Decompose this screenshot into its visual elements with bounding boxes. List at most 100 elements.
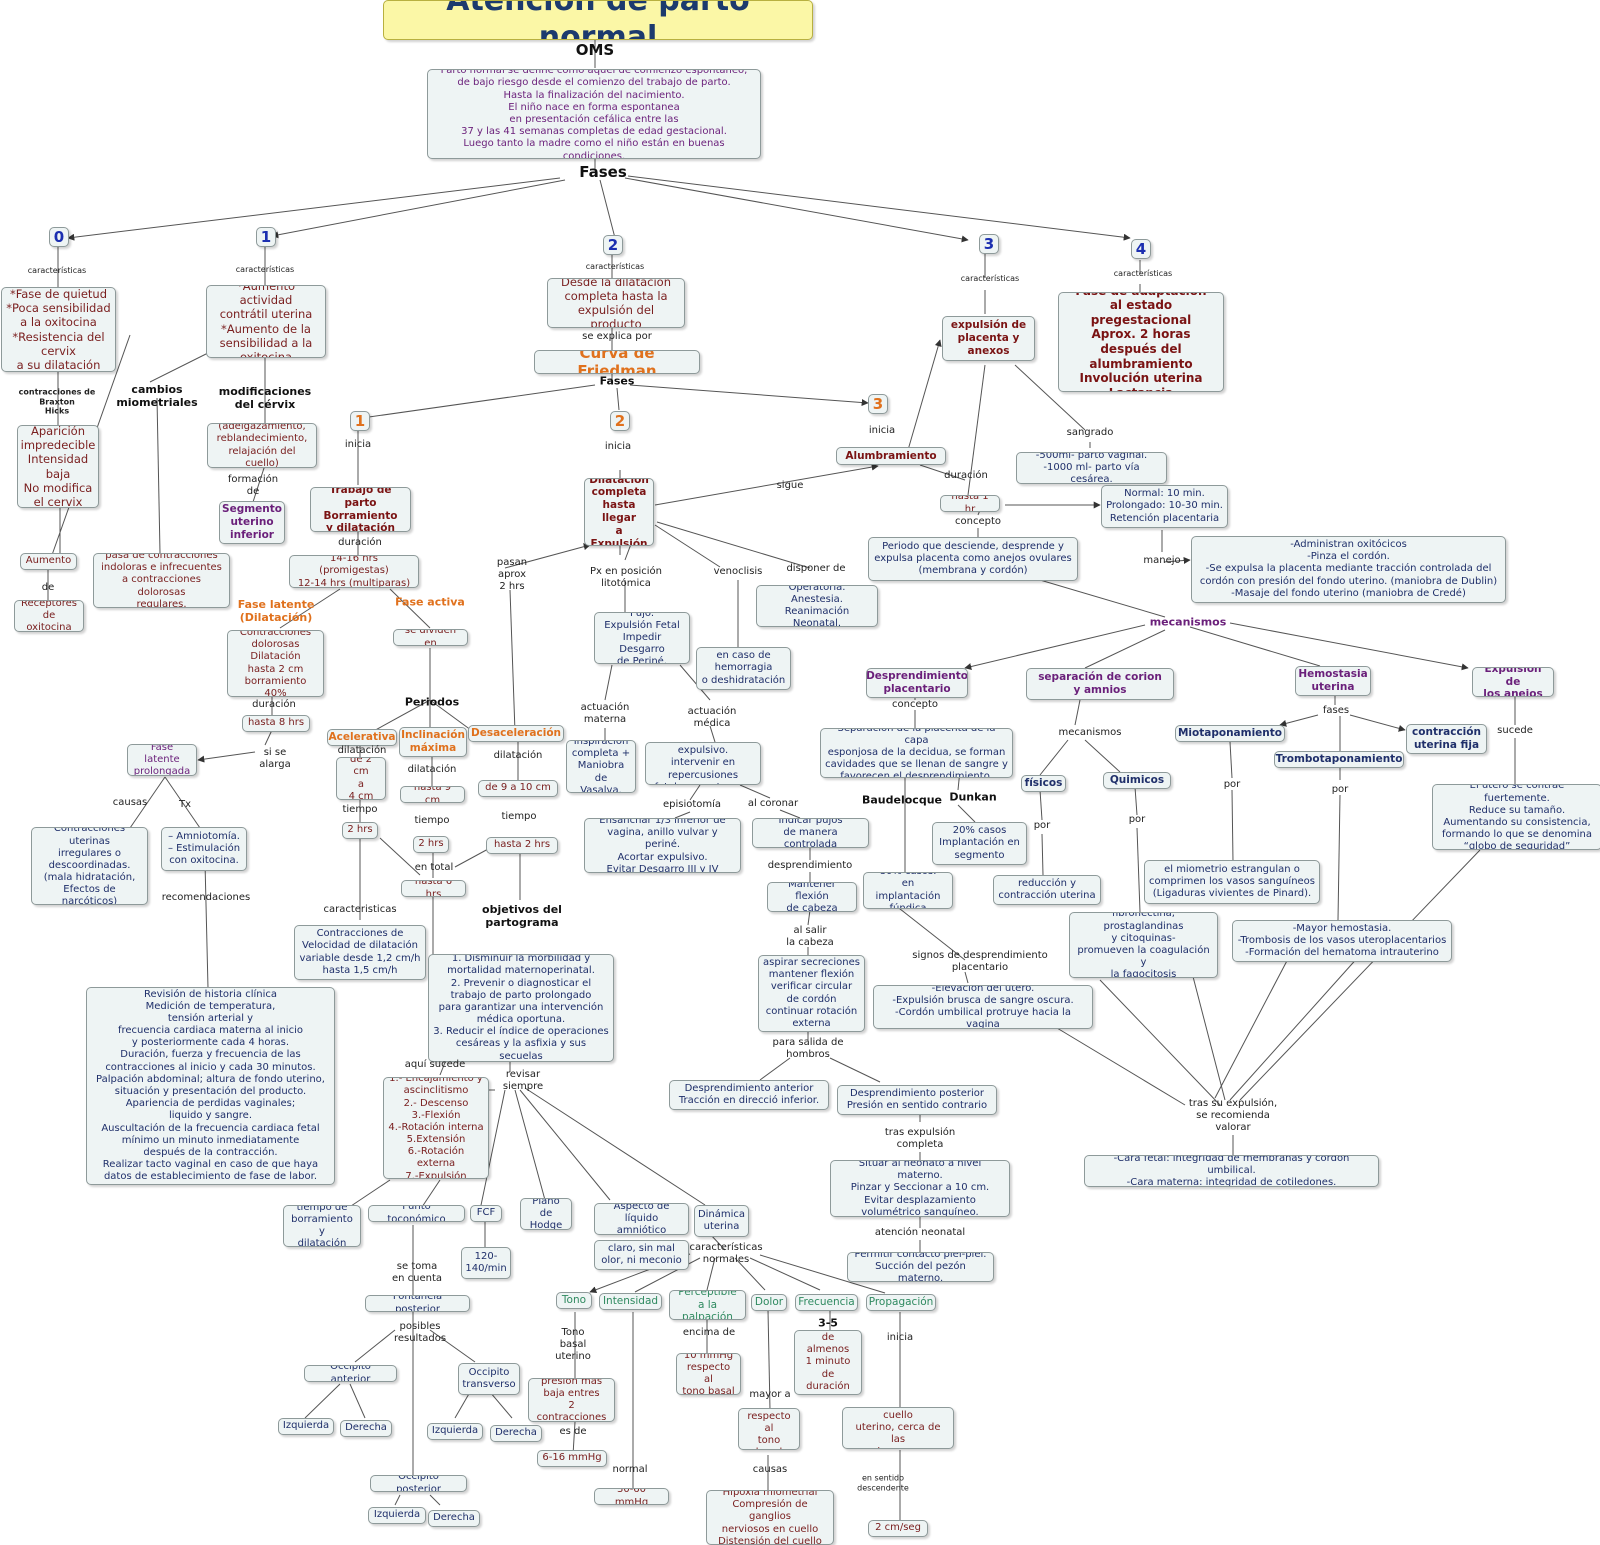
link-label-revisar: revisar siempre — [502, 1069, 544, 1092]
link-label-inicia4: inicia — [886, 1332, 914, 1343]
node-c2: 2 — [610, 411, 630, 431]
link-label-mayora: mayor a — [749, 1389, 791, 1400]
node-pasa: pasa de contracciones indoloras e infrec… — [93, 553, 230, 608]
link-label-factiva: Fase activa — [395, 595, 465, 609]
node-dos-b: 2 hrs — [413, 836, 449, 853]
link-label-car2: características — [585, 262, 645, 272]
node-hasta9: hasta 9 cm — [400, 786, 465, 803]
link-label-seexplica: se explica por — [582, 331, 652, 342]
node-sangrado: -500ml- parto vaginal. -1000 ml- parto v… — [1016, 452, 1167, 484]
link-label-episio: episiotomía — [662, 799, 722, 810]
node-dos-a: 2 hrs — [342, 822, 378, 839]
node-fcfv: 120- 140/min — [461, 1247, 511, 1279]
node-hemorragia: en caso de hemorragia o deshidratación — [696, 647, 791, 690]
node-occ-tra: Occipito transverso — [458, 1363, 520, 1395]
node-expulsion-an: Expulsión de los anejos — [1472, 667, 1554, 697]
link-label-duracion2: duración — [252, 699, 296, 710]
link-label-tonobasal: Tono basal uterino — [555, 1327, 591, 1362]
node-separacion: separación de corion y amnios — [1026, 668, 1174, 700]
node-c1: 1 — [350, 411, 370, 431]
link-label-dil3: dilatación — [493, 750, 543, 761]
node-miota: Miotaponamiento — [1175, 725, 1285, 742]
link-label-dunkan: Dunkan — [949, 790, 997, 804]
node-hemostasia: Hemostasia uterina — [1295, 666, 1371, 696]
node-de9a10: de 9 a 10 cm — [478, 780, 558, 797]
node-cm2: 2 cm/seg — [868, 1520, 928, 1537]
node-normal10: Normal: 10 min. Prolongado: 10-30 min. R… — [1101, 485, 1228, 528]
node-fisicos: físicos — [1021, 775, 1066, 792]
node-adelga: (adelgazamiento, reblandecimiento, relaj… — [207, 423, 317, 468]
link-label-fases: Fases — [579, 163, 627, 181]
link-label-encima: encima de — [682, 1327, 736, 1338]
node-percep: Perceptible a la palpación — [669, 1290, 746, 1320]
node-f2: Desde la dilatación completa hasta la ex… — [547, 278, 685, 328]
node-propag: Propagación — [866, 1294, 936, 1311]
node-reduccion: reducción y contracción uterina — [993, 875, 1101, 905]
node-inspira: Inspiración completa + Maniobra de Vasal… — [566, 740, 636, 793]
node-dinamica: Dinámica uterina — [694, 1205, 749, 1237]
node-friedman: Curva de Friedman — [534, 350, 700, 374]
node-aspirar: aspirar secreciones mantener flexión ver… — [758, 955, 865, 1032]
link-label-mecanismos2: mecanismos — [1058, 727, 1122, 738]
node-punto: Punto toconómico — [368, 1205, 465, 1222]
link-label-objpart: objetivos del partograma — [482, 902, 562, 929]
node-favorecer: Favorecer el expulsivo. intervenir en re… — [645, 742, 761, 785]
link-label-de-rec: de — [41, 582, 55, 593]
link-label-manejo: manejo — [1143, 555, 1181, 566]
link-label-parasal: para salida de hombros — [772, 1037, 844, 1060]
link-label-signos: signos de desprendimiento placentario — [912, 950, 1048, 973]
node-plano: Plano de Hodge — [520, 1198, 572, 1230]
node-desprend: Desprendimiento placentario — [866, 668, 968, 698]
node-hasta6h: hasta 6 hrs — [401, 880, 466, 897]
node-tiempo-bor: tiempo de borramiento y dilatación — [283, 1205, 361, 1247]
node-amnio: – Amniotomía. – Estimulación con oxitoci… — [161, 827, 247, 871]
link-label-carnorm: características normales — [689, 1242, 763, 1265]
link-label-esde: es de — [559, 1426, 587, 1437]
link-label-car1: características — [235, 265, 295, 275]
link-label-entotal: en total — [414, 862, 454, 873]
node-n4: 4 — [1131, 239, 1151, 259]
link-label-alcor: al coronar — [747, 798, 799, 809]
node-contr-vel: Contracciones de Velocidad de dilatación… — [294, 925, 426, 980]
node-dilat-comp: Dilatación completa hasta llegar a Expul… — [584, 478, 654, 546]
link-label-setoma: se toma en cuenta — [391, 1261, 443, 1284]
link-label-atencion: atención neonatal — [874, 1227, 966, 1238]
link-label-sangradol: sangrado — [1066, 427, 1114, 438]
link-label-trasexp: tras expulsión completa — [884, 1127, 956, 1150]
node-elevacion: -Elevación del útero. -Expulsión brusca … — [873, 985, 1093, 1029]
node-operatoria: Operatoria. Anestesia. Reanimación Neona… — [756, 585, 878, 627]
node-contr-fija: contracción uterina fija — [1406, 724, 1487, 754]
node-izq2: Izquierda — [427, 1423, 483, 1440]
node-cara: -Cara fetal: integridad de membranas y c… — [1084, 1155, 1379, 1187]
node-f0: *Fase de quietud *Poca sensibilidad a la… — [1, 287, 116, 372]
link-label-concepto1: concepto — [955, 516, 1001, 527]
node-fcf: FCF — [470, 1205, 502, 1222]
node-en10: en 10 min de almenos 1 minuto de duració… — [794, 1330, 862, 1395]
node-desacel: Desaceleración — [468, 725, 564, 742]
node-f4: Fase de adaptación al estado pregestacio… — [1058, 292, 1224, 392]
node-indicar: Indicar pujos de manera controlada — [752, 818, 869, 848]
node-c3: 3 — [868, 394, 888, 414]
link-label-disponer: disponer de — [786, 563, 846, 574]
link-label-actmat: actuación materna — [580, 702, 630, 725]
link-label-car3: características — [960, 274, 1020, 284]
link-label-pxpos: Px en posición litotómica — [590, 566, 662, 589]
node-contr-dol: Contracciones dolorosas Dilatación hasta… — [227, 630, 324, 697]
node-movs: 1.- Encajamiento y ascinclitismo 2.- Des… — [383, 1077, 489, 1179]
node-aparicion: Aparición impredecible Intensidad baja N… — [17, 425, 99, 508]
link-label-actmed: actuación médica — [687, 706, 737, 729]
node-title: Atención de parto normal — [383, 0, 813, 40]
link-label-pasan: pasan aprox 2 hrs — [496, 557, 528, 592]
node-mantener: Mantener flexión de cabeza — [767, 882, 857, 912]
link-label-venoclisis: venoclisis — [713, 566, 763, 577]
node-segmento: Segmento uterino inferior — [219, 501, 285, 544]
node-aumento: Aumento — [20, 553, 77, 570]
node-n3: 3 — [979, 234, 999, 254]
link-label-oms: OMS — [575, 41, 615, 59]
link-label-duracion3: duración — [944, 470, 988, 481]
node-miometrio: el miometrio estrangulan o comprimen los… — [1144, 860, 1320, 904]
node-acel: Acelerativa — [327, 729, 397, 746]
link-label-sucede: sucede — [1497, 725, 1533, 736]
